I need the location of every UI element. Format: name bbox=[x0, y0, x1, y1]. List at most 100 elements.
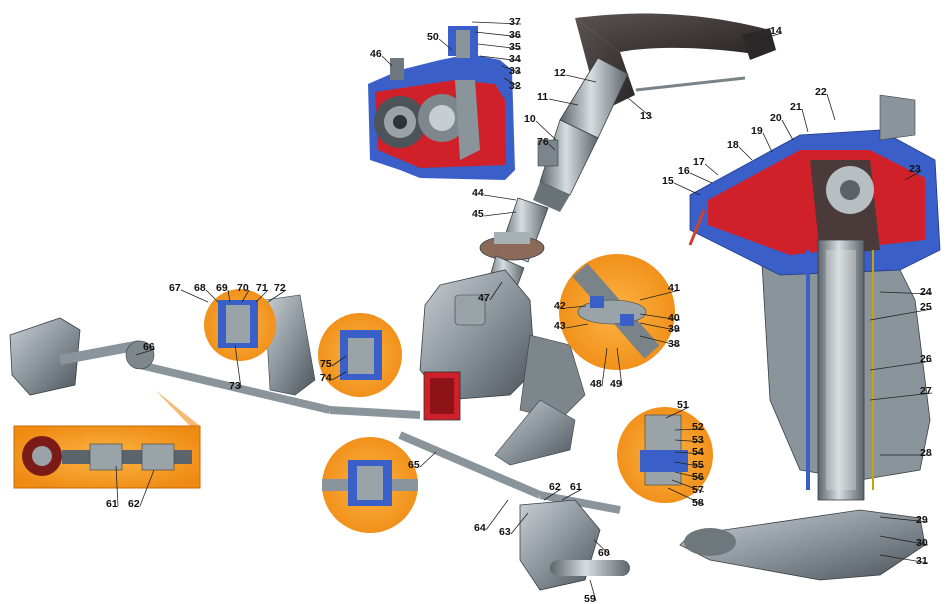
leader-line-32 bbox=[503, 77, 522, 89]
leader-line-56 bbox=[674, 471, 705, 480]
leader-line-55 bbox=[674, 461, 705, 468]
leader-line-19 bbox=[762, 132, 773, 153]
callout-45: 45 bbox=[472, 208, 484, 220]
callout-10: 10 bbox=[524, 113, 536, 125]
leader-line-74 bbox=[331, 371, 347, 381]
leader-line-23 bbox=[904, 170, 922, 181]
callout-32: 32 bbox=[509, 80, 521, 92]
callout-39: 39 bbox=[668, 323, 680, 335]
callout-66: 66 bbox=[143, 341, 155, 353]
leader-line-33 bbox=[501, 65, 522, 74]
center-link bbox=[264, 294, 316, 396]
callout-19: 19 bbox=[751, 125, 763, 137]
leader-line-47 bbox=[489, 281, 503, 301]
callout-62b: 62 bbox=[549, 481, 561, 493]
callout-17: 17 bbox=[693, 156, 705, 168]
leader-line-29 bbox=[879, 516, 929, 523]
leader-line-65 bbox=[419, 451, 437, 468]
inset-ball-joint-lower bbox=[322, 437, 418, 533]
callout-27: 27 bbox=[920, 385, 932, 397]
callout-41: 41 bbox=[668, 282, 680, 294]
callout-26: 26 bbox=[920, 353, 932, 365]
callout-57: 57 bbox=[692, 484, 704, 496]
callout-29: 29 bbox=[916, 514, 928, 526]
callout-76: 76 bbox=[537, 136, 549, 148]
leader-line-11 bbox=[548, 98, 579, 106]
leader-line-34 bbox=[479, 55, 522, 62]
leader-line-41 bbox=[639, 289, 681, 301]
leader-line-16 bbox=[689, 172, 713, 184]
leader-line-21 bbox=[801, 108, 809, 133]
callout-15: 15 bbox=[662, 175, 674, 187]
leader-line-35 bbox=[477, 43, 522, 50]
leader-line-44 bbox=[483, 194, 517, 201]
leader-line-18 bbox=[738, 146, 753, 161]
leader-line-25 bbox=[869, 308, 933, 321]
callout-40: 40 bbox=[668, 312, 680, 324]
tie-rod-right bbox=[398, 431, 630, 591]
callout-55: 55 bbox=[692, 459, 704, 471]
callout-21: 21 bbox=[790, 101, 802, 113]
leader-line-54 bbox=[674, 451, 705, 455]
column-bracket bbox=[537, 139, 559, 167]
leader-line-62a bbox=[139, 469, 155, 507]
leader-line-31 bbox=[879, 554, 929, 564]
callout-58: 58 bbox=[692, 497, 704, 509]
callout-11: 11 bbox=[537, 91, 548, 103]
callout-61a: 61 bbox=[106, 498, 118, 510]
leader-line-63 bbox=[510, 512, 529, 535]
callout-73: 73 bbox=[229, 380, 241, 392]
leader-line-37 bbox=[471, 21, 522, 25]
callout-36: 36 bbox=[509, 29, 521, 41]
pitman-arm bbox=[494, 399, 576, 466]
leader-line-59 bbox=[589, 579, 597, 602]
callout-54: 54 bbox=[692, 446, 704, 458]
leader-line-60 bbox=[593, 539, 611, 556]
power-steering-unit bbox=[679, 94, 941, 581]
callout-33: 33 bbox=[509, 65, 521, 77]
callout-71: 71 bbox=[256, 282, 268, 294]
leader-line-36 bbox=[474, 31, 522, 38]
leader-line-24 bbox=[879, 291, 933, 295]
leader-line-22 bbox=[826, 93, 836, 121]
callout-69: 69 bbox=[216, 282, 228, 294]
callout-16: 16 bbox=[678, 165, 690, 177]
inset-ball-joint-upper bbox=[204, 289, 276, 361]
inset-ball-joint-center bbox=[318, 313, 402, 397]
callout-34: 34 bbox=[509, 53, 521, 65]
leader-line-45 bbox=[483, 211, 517, 217]
callout-22: 22 bbox=[815, 86, 827, 98]
callout-labels: 1011121314151617181920212223242526272829… bbox=[106, 16, 933, 604]
leader-line-15 bbox=[673, 182, 701, 196]
inset-tie-rod-clamp bbox=[13, 390, 201, 489]
callout-46: 46 bbox=[370, 48, 382, 60]
leader-line-17 bbox=[704, 163, 719, 176]
callout-38: 38 bbox=[668, 338, 680, 350]
leader-line-40 bbox=[639, 313, 681, 321]
leader-line-38 bbox=[639, 335, 681, 347]
callout-12: 12 bbox=[554, 67, 566, 79]
callout-52: 52 bbox=[692, 421, 704, 433]
callout-23: 23 bbox=[909, 163, 921, 175]
callout-65: 65 bbox=[408, 459, 420, 471]
callout-14: 14 bbox=[770, 25, 782, 37]
callout-30: 30 bbox=[916, 537, 928, 549]
callout-42: 42 bbox=[554, 300, 566, 312]
callout-51: 51 bbox=[677, 399, 689, 411]
steering-gear-section bbox=[368, 26, 515, 180]
leader-line-50 bbox=[438, 38, 453, 51]
callout-50: 50 bbox=[427, 31, 439, 43]
leader-line-53 bbox=[674, 439, 705, 443]
callout-59: 59 bbox=[584, 593, 596, 604]
callout-74: 74 bbox=[320, 372, 332, 384]
callout-31: 31 bbox=[916, 555, 928, 567]
callout-64: 64 bbox=[474, 522, 486, 534]
leader-line-57 bbox=[671, 479, 705, 493]
leader-line-48 bbox=[601, 347, 608, 387]
leader-line-76 bbox=[548, 143, 556, 151]
leader-line-12 bbox=[565, 74, 597, 83]
inset-flexible-coupling bbox=[559, 254, 675, 370]
leader-line-51 bbox=[665, 406, 690, 419]
callout-49: 49 bbox=[610, 378, 622, 390]
